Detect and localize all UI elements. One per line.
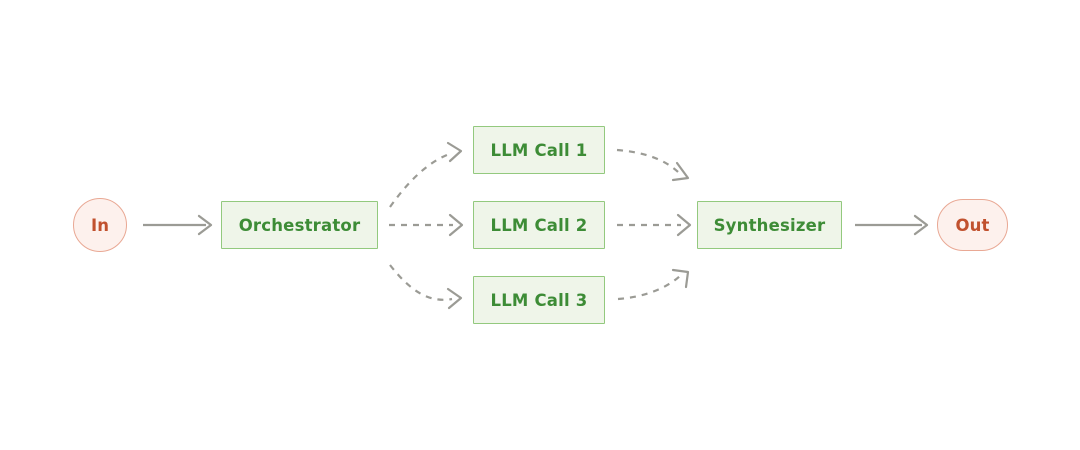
- edge-llm-3-synthesizer: [617, 268, 690, 301]
- node-in[interactable]: In: [73, 198, 127, 252]
- edge-orchestrator-llm-2: [389, 213, 464, 237]
- edge-in-orchestrator: [143, 214, 213, 236]
- node-llm-call-3-label: LLM Call 3: [490, 290, 588, 310]
- node-llm-call-3[interactable]: LLM Call 3: [473, 276, 605, 324]
- edge-orchestrator-llm-3: [389, 264, 463, 310]
- edge-llm-2-synthesizer: [617, 213, 692, 237]
- node-out-label: Out: [955, 215, 990, 235]
- edge-synthesizer-out: [855, 214, 929, 236]
- node-llm-call-2-label: LLM Call 2: [490, 215, 588, 235]
- node-orchestrator[interactable]: Orchestrator: [221, 201, 378, 249]
- node-llm-call-1[interactable]: LLM Call 1: [473, 126, 605, 174]
- node-out[interactable]: Out: [937, 199, 1008, 251]
- edge-llm-1-synthesizer: [616, 148, 690, 182]
- edge-orchestrator-llm-1: [389, 141, 463, 208]
- node-in-label: In: [90, 215, 110, 235]
- node-synthesizer[interactable]: Synthesizer: [697, 201, 842, 249]
- node-orchestrator-label: Orchestrator: [238, 215, 361, 235]
- node-synthesizer-label: Synthesizer: [713, 215, 826, 235]
- node-llm-call-1-label: LLM Call 1: [490, 140, 588, 160]
- node-llm-call-2[interactable]: LLM Call 2: [473, 201, 605, 249]
